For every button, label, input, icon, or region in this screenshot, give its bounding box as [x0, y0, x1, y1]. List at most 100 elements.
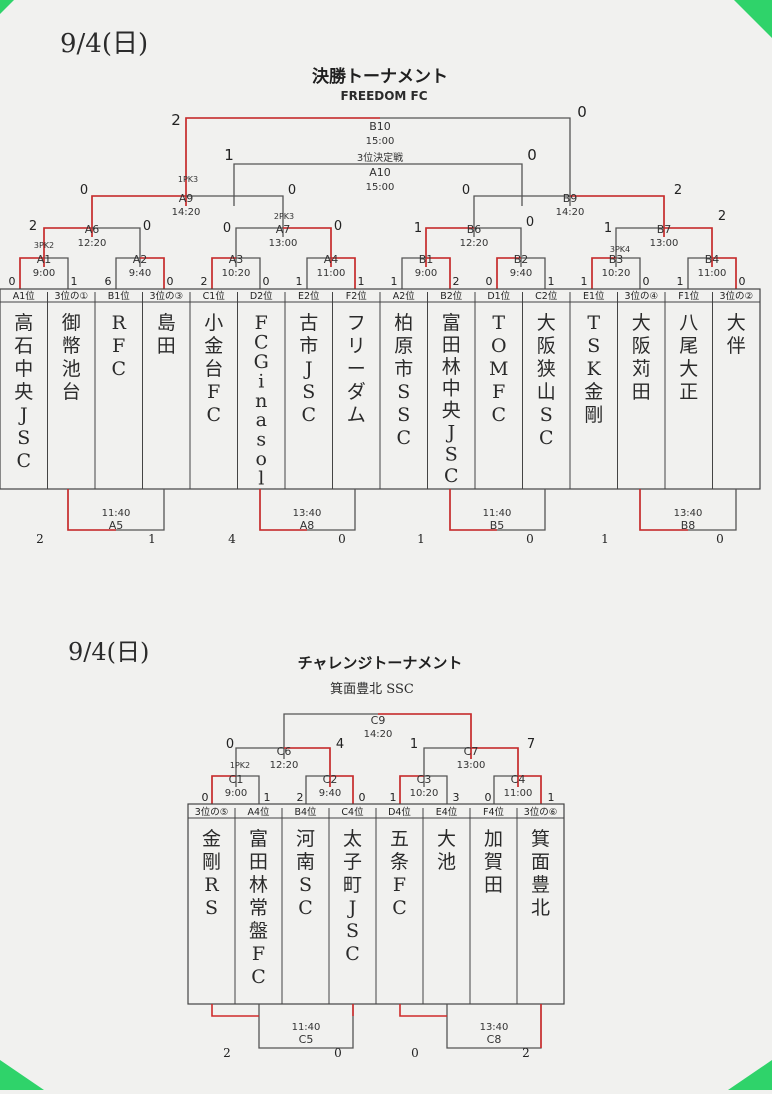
column-header: A1位 [13, 290, 36, 302]
match-time: 10:20 [602, 268, 631, 279]
column-header: D2位 [250, 290, 273, 302]
column-header: 3位の① [54, 290, 88, 302]
score: 1 [414, 221, 422, 236]
team-name: フリーダム [347, 312, 366, 426]
winner-path [185, 117, 380, 206]
score: 2 [453, 275, 460, 288]
score: 1 [417, 532, 425, 546]
match-code: A8 [300, 519, 315, 532]
match-time: 9:40 [129, 268, 151, 279]
column-header: E2位 [298, 290, 320, 302]
match-code: C2 [323, 773, 338, 786]
score: 0 [359, 791, 366, 804]
column-header: F2位 [346, 290, 368, 302]
match-time: 9:00 [225, 788, 247, 799]
winner-path [378, 713, 472, 759]
score: 2 [223, 1046, 231, 1060]
match-time: 13:40 [480, 1022, 509, 1033]
match-time: 11:40 [483, 508, 512, 519]
challenge-title: チャレンジトーナメント [298, 654, 463, 672]
match-code: B9 [563, 192, 578, 205]
column-header: D1位 [487, 290, 510, 302]
match-code: B4 [705, 253, 720, 266]
match-time: 9:40 [319, 788, 341, 799]
column-header: C4位 [341, 806, 364, 818]
score: 0 [202, 791, 209, 804]
score: 1 [148, 532, 156, 546]
match-time: 11:00 [317, 268, 346, 279]
column-header: A4位 [247, 806, 270, 818]
challenge-tournament: 9/4(日) チャレンジトーナメント 箕面豊北 SSC C19:00C29:40… [68, 638, 565, 1060]
column-header: E1位 [583, 290, 605, 302]
match-code: A10 [369, 166, 391, 179]
final-date: 9/4(日) [60, 29, 148, 59]
match-code: B8 [681, 519, 696, 532]
match-time: 15:00 [366, 136, 395, 147]
match-time: 9:00 [33, 268, 55, 279]
score: 0 [526, 532, 534, 546]
column-header: 3位の③ [149, 290, 183, 302]
column-header: C1位 [203, 290, 226, 302]
score: 0 [411, 1046, 419, 1060]
column-header: 3位の④ [624, 290, 658, 302]
consolation-winners [67, 489, 688, 531]
consolation-lines [67, 489, 737, 531]
team-name: 箕面豊北 [531, 828, 550, 919]
match-code: C3 [417, 773, 432, 786]
score: 0 [643, 275, 650, 288]
score: 2 [171, 111, 181, 129]
match-time: 12:20 [270, 760, 299, 771]
score: 2 [29, 219, 37, 234]
column-header: 3位の⑤ [195, 806, 229, 818]
score: 6 [105, 275, 112, 288]
match-time: 9:00 [415, 268, 437, 279]
score: 1 [391, 275, 398, 288]
score: 0 [223, 221, 231, 236]
match-time: 13:40 [293, 508, 322, 519]
match-code: C1 [229, 773, 244, 786]
pk-score: 2PK3 [274, 212, 294, 221]
column-header: F1位 [678, 290, 700, 302]
score: 1 [296, 275, 303, 288]
match-code: C7 [464, 745, 479, 758]
score: 2 [201, 275, 208, 288]
match-code: C6 [277, 745, 292, 758]
score: 2 [522, 1046, 530, 1060]
winner-path [91, 195, 186, 237]
score: 0 [485, 791, 492, 804]
score: 1 [264, 791, 271, 804]
team-name: 八尾大正 [679, 312, 698, 403]
match-time: 11:00 [504, 788, 533, 799]
score: 0 [577, 103, 587, 121]
score: 2 [36, 532, 44, 546]
team-name: 加賀田 [484, 828, 503, 896]
score: 0 [527, 146, 537, 164]
score: 2 [718, 209, 726, 224]
column-header: C2位 [535, 290, 558, 302]
team-name: 島田 [157, 312, 176, 357]
column-header: 3位の⑥ [524, 806, 558, 818]
score: 1 [224, 146, 234, 164]
match-code: A1 [37, 253, 52, 266]
winner-path [43, 227, 92, 267]
match-time: 13:00 [269, 238, 298, 249]
score: 0 [226, 737, 234, 752]
team-name: 大池 [437, 828, 456, 873]
score: 0 [9, 275, 16, 288]
pk-score: 3PK4 [610, 245, 630, 254]
team-name: 大阪苅田 [632, 312, 651, 403]
match-code: A4 [324, 253, 339, 266]
